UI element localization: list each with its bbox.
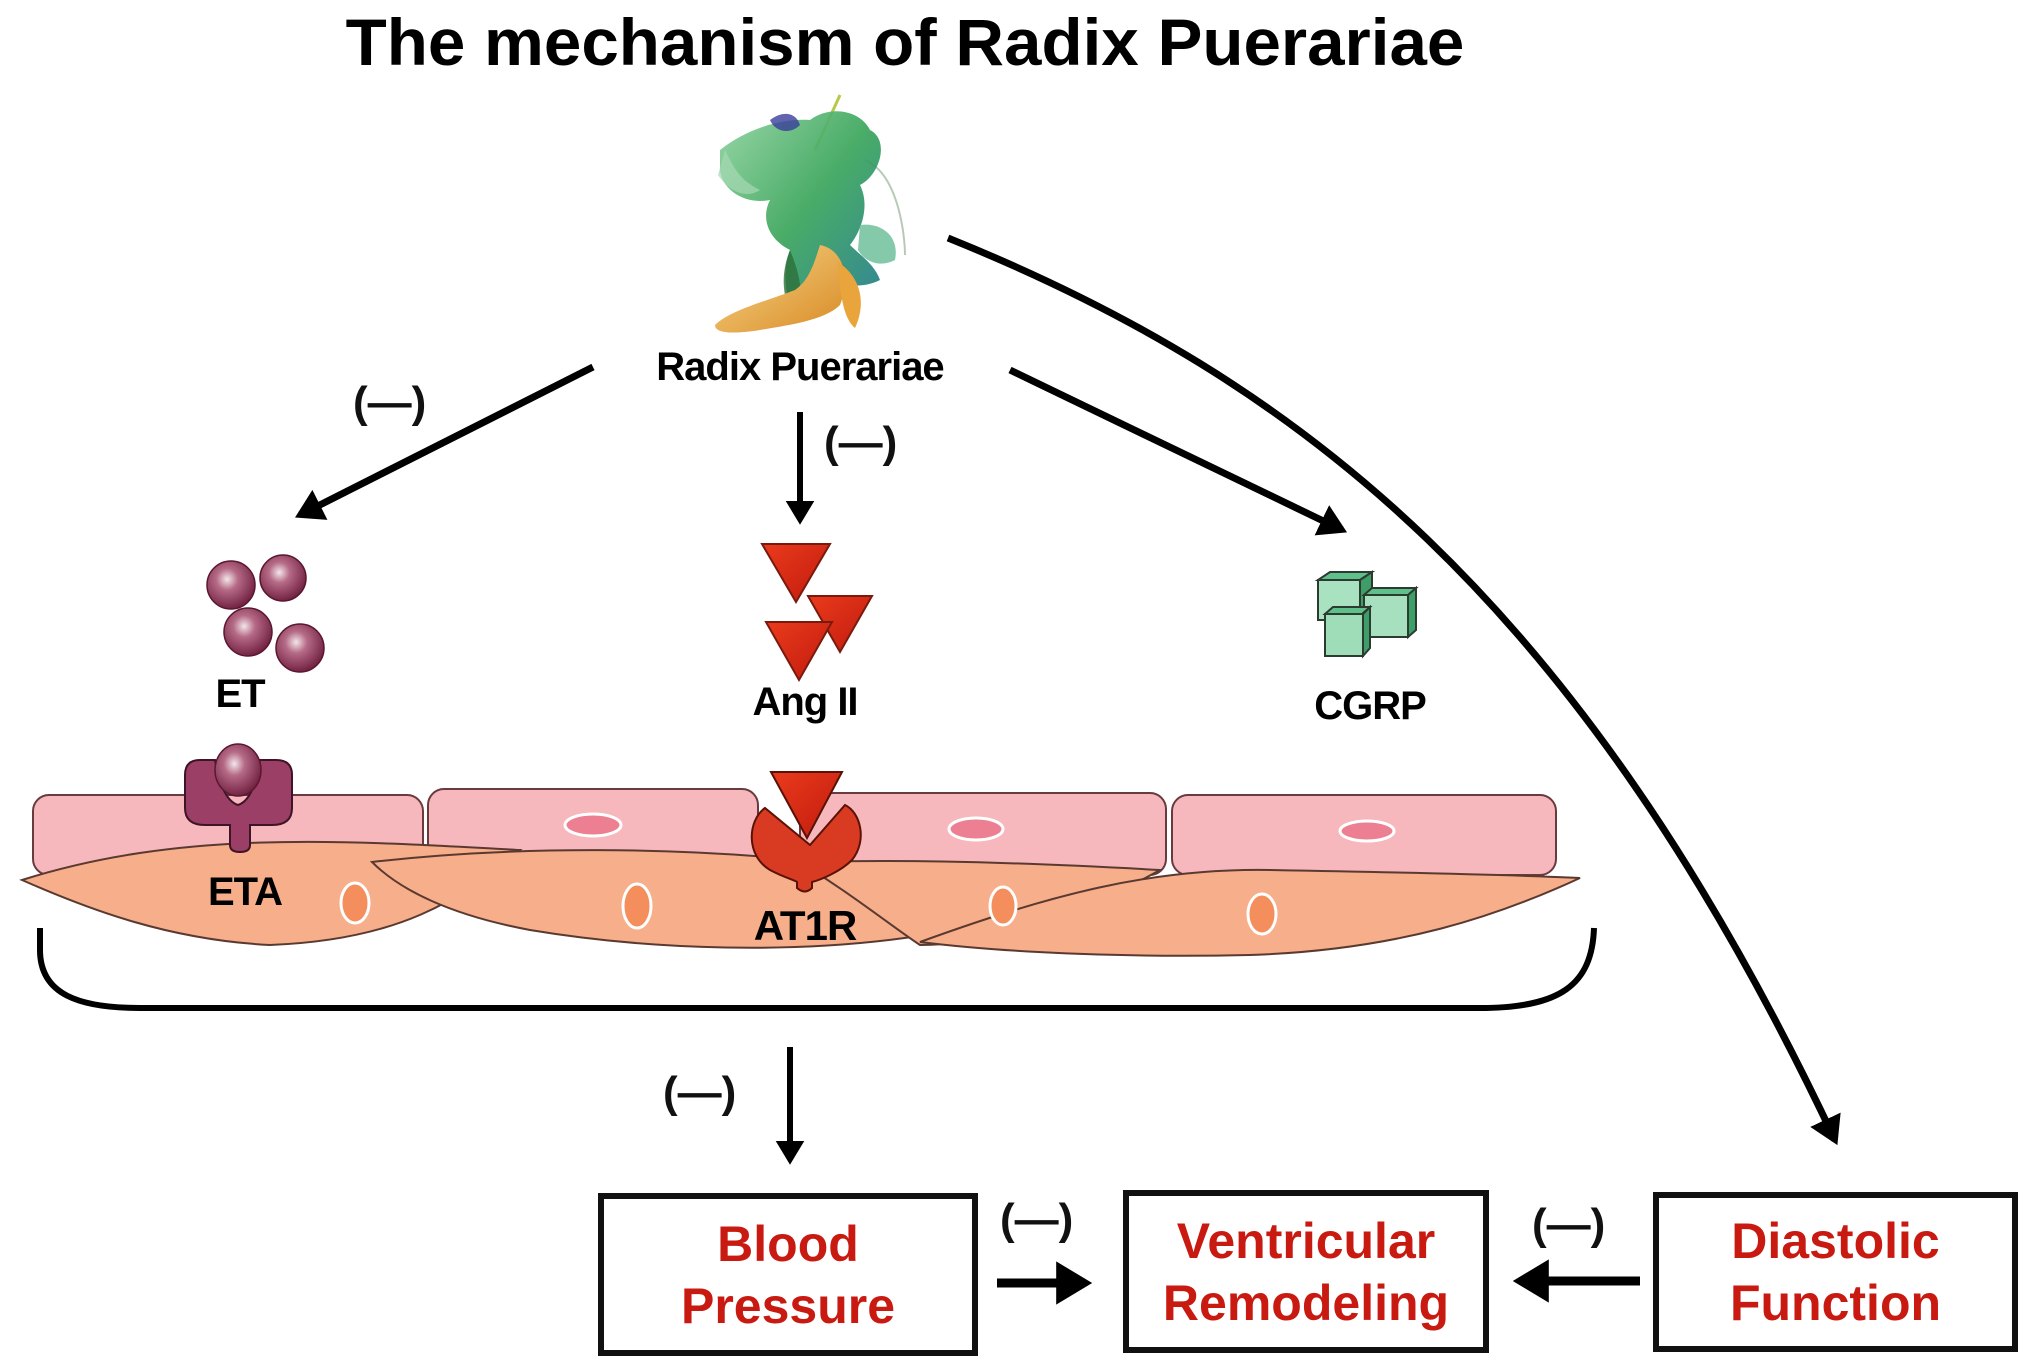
ang-ii-molecules-icon [760,543,874,683]
source-label: Radix Puerariae [656,345,944,389]
eta-label: ETA [207,870,283,914]
inhibition-label-blood-pressure: (—) [663,1068,737,1117]
diastolic-function-line-1: Diastolic [1731,1213,1940,1269]
blood-pressure-box: Blood Pressure [598,1193,978,1356]
et-label: ET [215,672,265,716]
eta-receptor-icon [184,743,293,854]
cgrp-molecules-icon [1314,570,1419,659]
tissue-bracket [37,927,1597,1011]
inhibition-label-angii: (—) [824,418,898,467]
arrow-to-et [295,363,595,520]
ang-ii-label: Ang II [752,680,858,724]
blood-pressure-line-1: Blood [717,1215,859,1272]
diagram-title: The mechanism of Radix Puerariae [345,5,1465,79]
inhibition-label-et: (—) [353,378,427,427]
ventricular-remodeling-line-2: Remodeling [1162,1274,1450,1331]
inhibition-label-diastolic-remodeling: (—) [1532,1200,1606,1249]
blood-pressure-line-2: Pressure [680,1277,896,1334]
at1r-label: AT1R [753,902,858,949]
arrow-to-cgrp [1008,366,1348,536]
ventricular-remodeling-box: Ventricular Remodeling [1123,1190,1489,1353]
at1r-receptor-icon [750,771,862,893]
ventricular-remodeling-line-1: Ventricular [1176,1212,1436,1269]
plant-root-icon [715,94,906,333]
inhibition-label-bp-remodeling: (—) [1000,1195,1074,1244]
cgrp-label: CGRP [1314,684,1427,728]
diastolic-function-box: Diastolic Function [1653,1192,2018,1352]
arrow-to-diastolic-function [946,234,1841,1146]
diastolic-function-line-2: Function [1729,1275,1942,1331]
et-molecules-icon [206,554,325,673]
